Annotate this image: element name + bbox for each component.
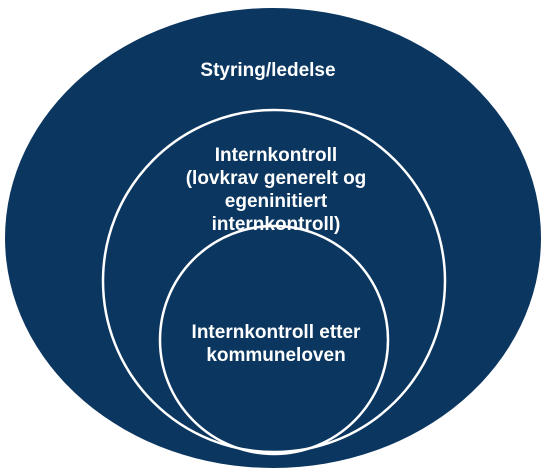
outer-label: Styring/ledelse xyxy=(200,60,335,81)
inner-circle-kommuneloven xyxy=(158,224,390,456)
middle-label-line-2: (lovkrav generelt og xyxy=(186,168,367,189)
middle-label-line-4: internkontroll) xyxy=(212,214,341,235)
inner-label-line-1: Internkontroll etter xyxy=(192,322,362,343)
outer-ellipse-styring xyxy=(5,8,541,468)
inner-label-line-2: kommuneloven xyxy=(206,345,345,366)
middle-label-line-3: egeninitiert xyxy=(225,191,328,212)
middle-label-line-1: Internkontroll xyxy=(215,145,337,166)
middle-circle-internkontroll xyxy=(101,108,447,454)
